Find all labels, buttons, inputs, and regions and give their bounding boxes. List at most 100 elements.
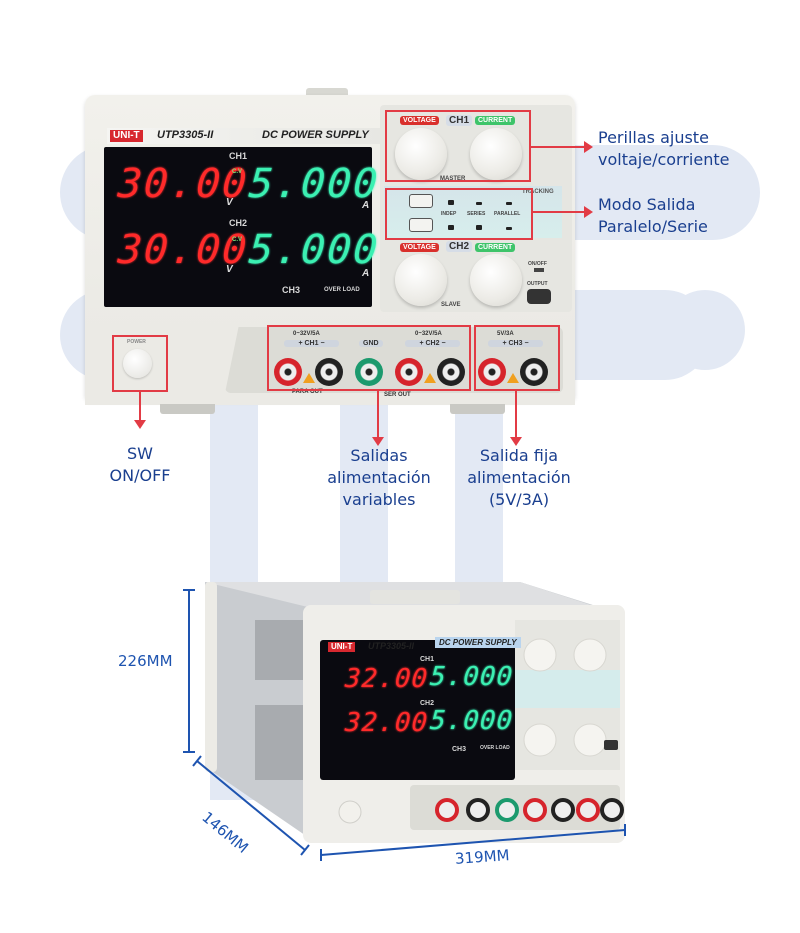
onoff-label: ON/OFF	[528, 261, 547, 267]
ch3-terminal-label: + CH3 −	[488, 340, 543, 347]
output-button[interactable]	[527, 289, 551, 304]
ch2-range-label: 0~32V/5A	[415, 331, 442, 337]
overload-indicator: OVER LOAD	[324, 287, 360, 293]
arrow-down-icon	[134, 420, 146, 429]
fixed-callout-line	[515, 391, 517, 439]
plus-sign: +	[502, 340, 507, 347]
ch3-negative-terminal[interactable]	[520, 358, 548, 386]
dimension-lines	[183, 589, 626, 861]
warning-icon	[507, 373, 519, 383]
ch1-volt-unit: V	[226, 197, 233, 208]
model-label-2: UTP3305-II	[368, 641, 415, 651]
watermark-shape	[665, 290, 745, 370]
output-led	[534, 268, 544, 272]
tracking-button-2[interactable]	[409, 218, 433, 232]
knobs-callout: Perillas ajuste voltaje/corriente	[598, 127, 729, 171]
tracking-label: TRACKING	[522, 189, 554, 195]
callout-line: voltaje/corriente	[598, 150, 730, 169]
master-label: MASTER	[440, 176, 466, 182]
ch1-positive-terminal[interactable]	[274, 358, 302, 386]
mode-series-label: SERIES	[467, 211, 486, 217]
output-button-2	[604, 740, 618, 750]
minus-sign: −	[524, 340, 529, 347]
device-foot	[450, 404, 505, 414]
ch2-voltage-knob[interactable]	[395, 254, 447, 306]
ch2-negative-terminal[interactable]	[437, 358, 465, 386]
plus-sign: +	[419, 340, 424, 347]
plus-sign: +	[298, 340, 303, 347]
ch1-current-readout: 5.000	[247, 161, 382, 207]
arrow-right-icon	[584, 206, 593, 218]
overload-indicator-2: OVER LOAD	[480, 745, 510, 751]
knobs-highlight-box	[385, 110, 531, 182]
ch1-terminal-label: + CH1 −	[284, 340, 339, 347]
power-label: POWER	[127, 339, 146, 345]
ch1-label: CH1	[229, 151, 248, 161]
variable-outputs-callout: Salidas alimentación variables	[310, 445, 448, 511]
ch2-control-label: CH2	[446, 241, 473, 252]
callout-line: Paralelo/Serie	[598, 217, 708, 236]
gnd-label: GND	[359, 340, 383, 347]
ch3-range-label: 5V/3A	[497, 331, 514, 337]
ch1-control-label: CH1	[446, 115, 473, 126]
ch2-volt-unit: V	[226, 264, 233, 275]
tracking-band-2	[515, 670, 620, 708]
power-highlight-box	[112, 335, 168, 392]
arrow-down-icon	[510, 437, 522, 446]
variable-outputs-highlight-box	[267, 325, 471, 391]
indep-led-top	[448, 200, 454, 205]
ch1-voltage-knob[interactable]	[395, 128, 447, 180]
ch1-current-knob[interactable]	[470, 128, 522, 180]
arrow-right-icon	[584, 141, 593, 153]
tracking-button-1[interactable]	[409, 194, 433, 208]
minus-sign: −	[320, 340, 325, 347]
ch2-positive-terminal[interactable]	[395, 358, 423, 386]
ch2-amp-unit: A	[362, 268, 370, 279]
ch1-negative-terminal[interactable]	[315, 358, 343, 386]
ch2-voltage-readout-2: 32.00	[343, 708, 430, 738]
ch1-current-tag: CURRENT	[475, 116, 516, 125]
terminal-posts-2	[435, 798, 624, 822]
ch2-current-readout: 5.000	[247, 227, 382, 273]
ch2-text: CH2	[425, 340, 440, 347]
fixed-output-callout: Salida fija alimentación (5V/3A)	[450, 445, 588, 511]
power-button[interactable]	[123, 349, 152, 378]
callout-line: Salidas	[350, 446, 408, 465]
warning-icon	[424, 373, 436, 383]
knob-2	[523, 723, 557, 757]
mode-parallel-label: PARALLEL	[494, 211, 521, 217]
device-foot	[160, 404, 215, 414]
brand-strip	[107, 128, 397, 144]
series-led-bottom	[476, 225, 482, 230]
carry-handle	[370, 590, 460, 604]
ch3-positive-terminal[interactable]	[478, 358, 506, 386]
parallel-led-top	[506, 202, 512, 205]
indep-led-bottom	[448, 225, 454, 230]
arrow-down-icon	[372, 437, 384, 446]
casing-bezel	[205, 582, 217, 772]
variable-callout-line	[377, 391, 379, 439]
brand-logo: UNI-T	[110, 130, 143, 142]
product-type-label-2: DC POWER SUPPLY	[435, 637, 521, 648]
ch1-amp-unit: A	[362, 200, 370, 211]
slave-label: SLAVE	[441, 302, 461, 308]
lcd-display: CH1 30.00 C.V V 5.000 A CH2 30.00 C.V V …	[104, 147, 381, 307]
callout-line: SW	[127, 444, 153, 463]
series-led-top	[476, 202, 482, 205]
ch1-voltage-tag: VOLTAGE	[400, 116, 439, 125]
ch3-text: CH3	[508, 340, 523, 347]
fixed-output-highlight-box	[474, 325, 560, 391]
vent-grille	[255, 620, 310, 780]
callout-line: Modo Salida	[598, 195, 696, 214]
callout-line: variables	[342, 490, 416, 509]
ch2-current-knob[interactable]	[470, 254, 522, 306]
power-callout-line	[139, 392, 141, 422]
power-switch-callout: SW ON/OFF	[95, 443, 185, 487]
model-label: UTP3305-II	[157, 129, 214, 141]
lcd-display-2	[320, 640, 515, 780]
power-button-2	[338, 800, 362, 824]
ch2-label-2: CH2	[420, 700, 435, 707]
callout-line: alimentación	[327, 468, 431, 487]
ch3-label-2: CH3	[452, 746, 467, 753]
gnd-terminal[interactable]	[355, 358, 383, 386]
